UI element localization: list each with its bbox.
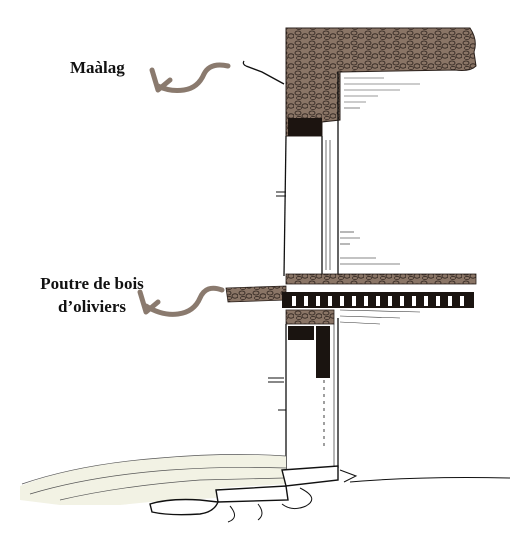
label-poutre-de-bois: Poutre de bois d’oliviers — [8, 272, 176, 318]
arrow-poutre-head — [137, 289, 161, 315]
roof-maalag — [242, 27, 477, 137]
label-poutre-line1: Poutre de bois — [40, 274, 144, 293]
olive-wood-floor — [225, 273, 477, 325]
upper-wall — [276, 72, 400, 277]
ground — [20, 454, 511, 523]
arrow-poutre — [143, 285, 225, 317]
label-poutre-line2: d’oliviers — [58, 297, 126, 316]
label-maalag: Maàlag — [70, 58, 125, 77]
arrow-maalag-head — [149, 67, 173, 93]
lower-wall — [268, 309, 339, 470]
arrow-maalag — [155, 62, 231, 93]
